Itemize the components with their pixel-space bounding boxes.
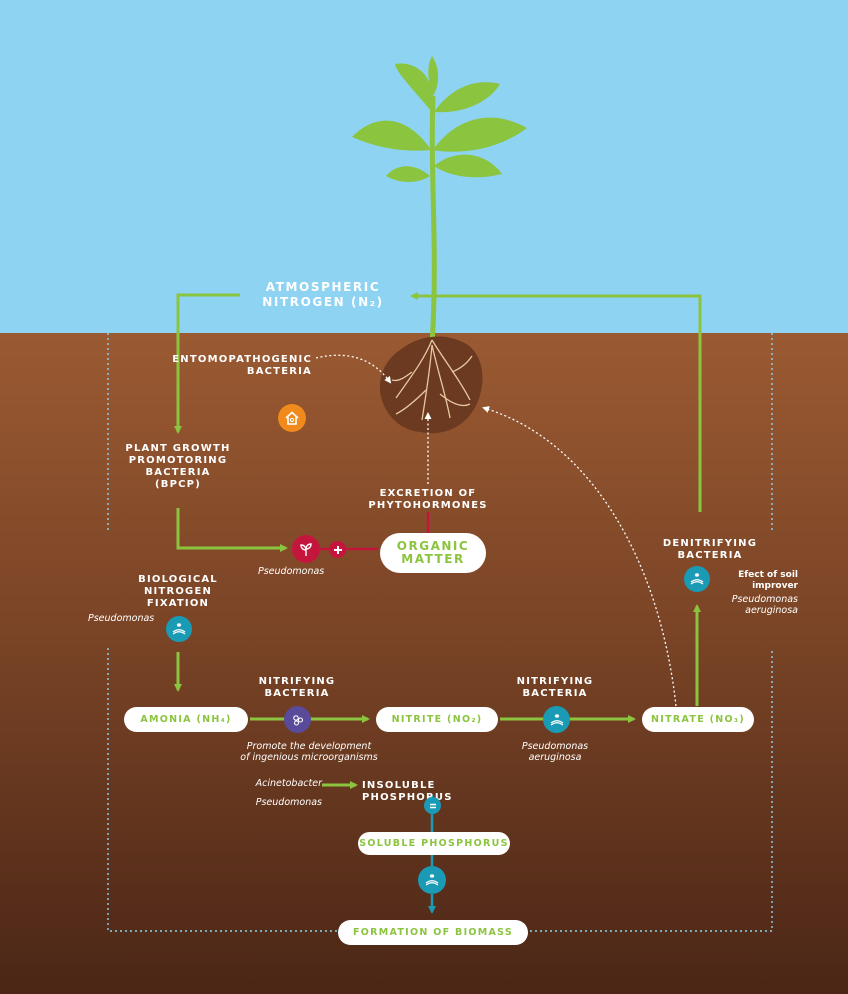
plant-stem xyxy=(429,95,437,346)
white-dotted-arrows xyxy=(315,354,677,707)
excretion-label: EXCRETION OF PHYTOHORMONES xyxy=(368,488,488,511)
red-connectors xyxy=(318,512,430,551)
bnf-label: BIOLOGICAL NITROGEN FIXATION xyxy=(138,574,218,609)
nitrifying-bacteria-label-2: NITRIFYING BACTERIA xyxy=(516,676,594,699)
insoluble-phosphorus-label: INSOLUBLE PHOSPHORUS xyxy=(362,780,453,803)
organic-matter-pill: ORGANIC MATTER xyxy=(380,533,486,573)
bacteria-icon xyxy=(166,616,192,642)
denitrifying-bacteria-label: DENITRIFYING BACTERIA xyxy=(662,538,758,561)
microorganism-icon xyxy=(284,706,311,733)
plus-icon xyxy=(329,541,346,558)
amonia-pill: AMONIA (NH₄) xyxy=(124,707,248,732)
bacteria-icon xyxy=(684,566,710,592)
entomopathogenic-bacteria-label: ENTOMOPATHOGENIC BACTERIA xyxy=(172,354,312,377)
roots xyxy=(391,339,473,421)
pseudomonas-aeruginosa-right-label: Pseudomonas aeruginosa xyxy=(731,594,798,616)
pseudomonas-mid-label: Pseudomonas xyxy=(258,566,325,577)
sky xyxy=(0,0,848,333)
nitrate-pill: NITRATE (NO₃) xyxy=(642,707,754,732)
nitrifying-bacteria-label-1: NITRIFYING BACTERIA xyxy=(258,676,336,699)
acinetobacter-label: Acinetobacter xyxy=(255,778,322,789)
promote-label: Promote the development of ingenious mic… xyxy=(240,741,378,763)
root-ball xyxy=(379,336,483,434)
bacteria-icon xyxy=(543,706,570,733)
pgpb-label: PLANT GROWTH PROMOTORING BACTERIA (BPCP) xyxy=(125,443,231,490)
pseudomonas-aeruginosa-mid-label: Pseudomonas aeruginosa xyxy=(521,741,589,763)
pseudomonas-bottom-label: Pseudomonas xyxy=(255,797,322,808)
plant-leaves xyxy=(352,56,527,182)
sprout-icon xyxy=(292,535,320,563)
biomass-pill: FORMATION OF BIOMASS xyxy=(338,920,528,945)
pseudomonas-left-label: Pseudomonas xyxy=(88,613,155,624)
soil-improver-label: Efect of soil improver xyxy=(738,570,798,591)
nitrite-pill: NITRITE (NO₂) xyxy=(376,707,498,732)
soluble-phosphorus-pill: SOLUBLE PHOSPHORUS xyxy=(358,832,510,855)
equals-icon xyxy=(424,797,441,814)
dotted-frame-top xyxy=(107,245,773,530)
house-icon xyxy=(278,404,306,432)
atmospheric-nitrogen-label: ATMOSPHERIC NITROGEN (N₂) xyxy=(262,280,384,309)
bacteria-icon xyxy=(418,866,446,894)
